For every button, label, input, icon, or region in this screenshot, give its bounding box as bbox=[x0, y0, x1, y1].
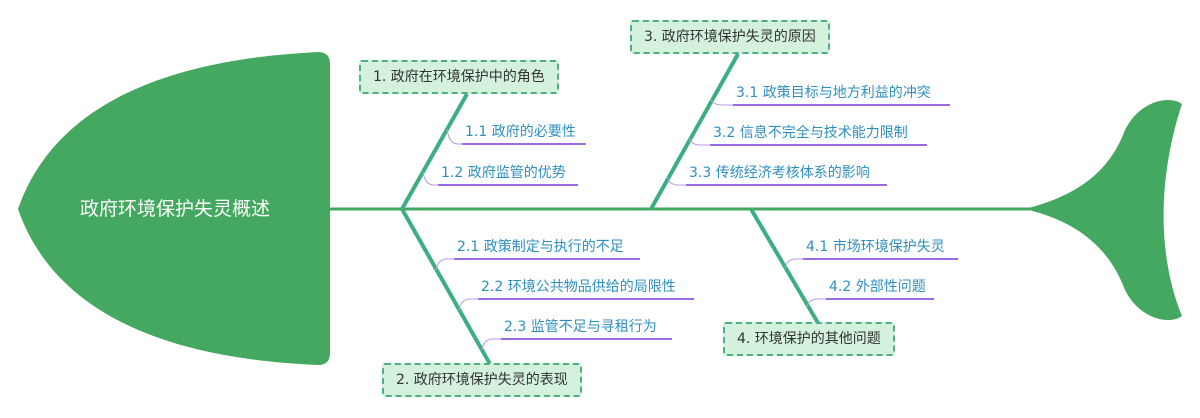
sub-item-1-1[interactable]: 1.1 政府的必要性 bbox=[465, 124, 576, 140]
category-box-2[interactable]: 2. 政府环境保护失灵的表现 bbox=[382, 363, 582, 397]
bone-3 bbox=[649, 53, 740, 210]
category-box-3[interactable]: 3. 政府环境保护失灵的原因 bbox=[630, 20, 830, 54]
sub-item-3-1[interactable]: 3.1 政策目标与地方利益的冲突 bbox=[736, 85, 931, 101]
fish-head[interactable] bbox=[18, 52, 330, 365]
sub-connectors-4 bbox=[784, 258, 958, 308]
sub-item-1-2[interactable]: 1.2 政府监管的优势 bbox=[441, 165, 566, 181]
sub-item-3-2[interactable]: 3.2 信息不完全与技术能力限制 bbox=[713, 125, 908, 141]
sub-item-2-2[interactable]: 2.2 环境公共物品供给的局限性 bbox=[481, 279, 676, 295]
sub-item-3-3[interactable]: 3.3 传统经济考核体系的影响 bbox=[689, 165, 870, 181]
bone-2 bbox=[400, 208, 492, 365]
category-box-1[interactable]: 1. 政府在环境保护中的角色 bbox=[359, 60, 559, 94]
sub-item-4-1[interactable]: 4.1 市场环境保护失灵 bbox=[806, 239, 945, 255]
sub-connectors-1 bbox=[422, 128, 586, 186]
head-title[interactable]: 政府环境保护失灵概述 bbox=[79, 198, 270, 220]
sub-connectors-3 bbox=[666, 98, 950, 186]
sub-item-4-2[interactable]: 4.2 外部性问题 bbox=[829, 279, 926, 295]
sub-item-2-3[interactable]: 2.3 监管不足与寻租行为 bbox=[504, 319, 657, 335]
bone-1 bbox=[400, 93, 469, 210]
fish-tail[interactable] bbox=[1025, 99, 1182, 321]
sub-connectors-2 bbox=[435, 258, 694, 351]
sub-item-2-1[interactable]: 2.1 政策制定与执行的不足 bbox=[457, 239, 624, 255]
bone-4 bbox=[749, 207, 820, 325]
category-box-4[interactable]: 4. 环境保护的其他问题 bbox=[723, 322, 895, 356]
